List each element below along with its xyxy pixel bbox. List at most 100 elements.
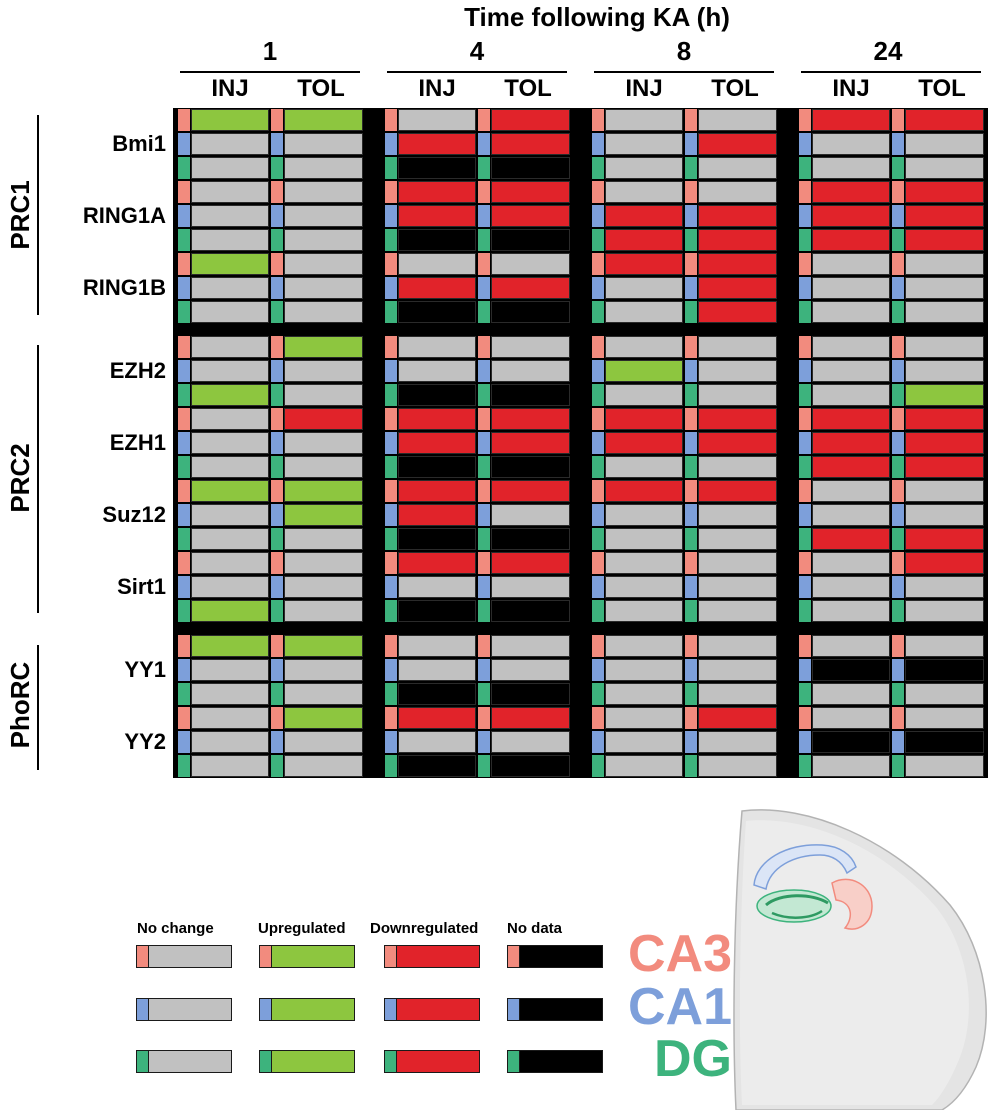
heatmap-cell-suz12-ca3-1h-inj (191, 480, 269, 502)
group-label-prc1: PRC1 (5, 180, 35, 250)
heatmap-cell-ring1a-dg-4h-inj (398, 229, 476, 251)
region-marker-ca3 (685, 408, 697, 430)
heatmap-cell-ring1b-ca1-24h-inj (812, 277, 890, 299)
heatmap-cell-ring1b-ca3-4h-inj (398, 253, 476, 275)
heatmap-cell-bmi1-dg-4h-inj (398, 157, 476, 179)
time-point-label: 4 (469, 36, 485, 66)
region-marker-ca1 (178, 659, 190, 681)
heatmap-cell-ring1a-ca3-24h-tol (905, 181, 984, 203)
region-marker-ca3 (385, 109, 397, 131)
region-marker-ca3 (799, 336, 811, 358)
heatmap-cell-bmi1-ca1-4h-inj (398, 133, 476, 155)
region-marker-dg (892, 456, 904, 478)
heatmap-cell-ezh2-ca3-1h-tol (284, 336, 363, 358)
condition-label-tol: TOL (918, 75, 966, 102)
region-marker-dg (385, 528, 397, 550)
heatmap-cell-ring1a-dg-1h-inj (191, 229, 269, 251)
region-marker-dg (685, 600, 697, 622)
heatmap-cell-bmi1-ca3-24h-inj (812, 109, 890, 131)
region-marker-ca3 (478, 635, 490, 657)
region-marker-ca1 (685, 432, 697, 454)
condition-label-inj: INJ (211, 75, 249, 102)
region-marker-ca3 (892, 253, 904, 275)
heatmap-cell-ezh2-ca1-24h-tol (905, 360, 984, 382)
region-marker-ca3 (799, 253, 811, 275)
heatmap-cell-yy1-dg-1h-tol (284, 683, 363, 705)
region-marker-ca1 (799, 576, 811, 598)
heatmap-cell-yy2-ca3-8h-inj (605, 707, 683, 729)
region-marker-ca3 (892, 181, 904, 203)
heatmap-cell-ezh2-ca1-1h-tol (284, 360, 363, 382)
heatmap-cell-ezh2-ca1-24h-inj (812, 360, 890, 382)
condition-label-tol: TOL (711, 75, 759, 102)
legend-region-label-ca3: CA3 (627, 925, 732, 983)
heatmap-cell-ezh2-dg-24h-inj (812, 384, 890, 406)
heatmap-cell-yy1-dg-8h-inj (605, 683, 683, 705)
heatmap-cell-sirt1-ca1-24h-inj (812, 576, 890, 598)
region-marker-dg (385, 384, 397, 406)
region-marker-ca1 (592, 205, 604, 227)
heatmap-cell-ring1b-dg-8h-inj (605, 301, 683, 323)
region-marker-dg (385, 301, 397, 323)
region-marker-ca1 (178, 277, 190, 299)
heatmap-cell-sirt1-dg-8h-inj (605, 600, 683, 622)
region-marker-ca1 (385, 576, 397, 598)
region-marker-dg (271, 528, 283, 550)
region-marker-dg (385, 600, 397, 622)
region-marker-ca1 (892, 576, 904, 598)
region-marker-ca1 (685, 576, 697, 598)
region-marker-ca3 (685, 336, 697, 358)
heatmap-cell-ring1a-dg-8h-inj (605, 229, 683, 251)
heatmap-cell-ring1b-ca3-24h-inj (812, 253, 890, 275)
region-marker-ca3 (271, 552, 283, 574)
region-marker-dg (385, 229, 397, 251)
region-marker-ca3 (178, 408, 190, 430)
region-marker-ca1 (271, 133, 283, 155)
legend-swatch-upregulated-dg (259, 1050, 355, 1073)
gene-label: YY2 (124, 729, 166, 754)
legend-swatch-no-change-dg (136, 1050, 232, 1073)
region-marker-ca3 (799, 552, 811, 574)
heatmap-cell-sirt1-ca1-4h-inj (398, 576, 476, 598)
heatmap-cell-bmi1-ca3-4h-inj (398, 109, 476, 131)
region-marker-ca1 (799, 504, 811, 526)
region-marker-ca3 (478, 109, 490, 131)
region-marker-ca1 (271, 576, 283, 598)
heatmap-cell-ring1b-dg-4h-tol (491, 301, 570, 323)
region-marker-ca1 (271, 205, 283, 227)
heatmap-cell-ezh2-ca1-4h-tol (491, 360, 570, 382)
region-marker-ca1 (478, 360, 490, 382)
region-marker-ca3 (271, 181, 283, 203)
region-marker-ca1 (271, 432, 283, 454)
region-marker-dg (478, 456, 490, 478)
heatmap-cell-suz12-ca1-1h-inj (191, 504, 269, 526)
heatmap-cell-yy1-ca3-8h-tol (698, 635, 777, 657)
heatmap-cell-ezh2-ca3-24h-tol (905, 336, 984, 358)
heatmap-cell-ezh1-ca1-4h-inj (398, 432, 476, 454)
region-marker-dg (799, 755, 811, 777)
heatmap-cell-ezh1-ca3-4h-tol (491, 408, 570, 430)
region-marker-ca1 (685, 659, 697, 681)
legend-swatch-fill (272, 999, 354, 1020)
heatmap-grid (173, 108, 988, 778)
region-marker-dg (271, 683, 283, 705)
region-marker-dg (178, 384, 190, 406)
condition-label-inj: INJ (418, 75, 456, 102)
region-marker-dg (271, 600, 283, 622)
region-marker-ca3 (178, 109, 190, 131)
group-bracket-line (37, 115, 39, 315)
region-marker-dg (178, 229, 190, 251)
heatmap-cell-yy1-ca3-4h-inj (398, 635, 476, 657)
region-marker-ca1 (799, 277, 811, 299)
region-marker-ca1 (385, 133, 397, 155)
heatmap-cell-suz12-ca3-24h-inj (812, 480, 890, 502)
legend-swatch-upregulated-ca1 (259, 998, 355, 1021)
heatmap-cell-yy2-ca1-8h-inj (605, 731, 683, 753)
heatmap-cell-bmi1-dg-8h-inj (605, 157, 683, 179)
region-marker-dg (799, 157, 811, 179)
dg-granule-layer (765, 894, 829, 907)
region-marker-ca3 (592, 480, 604, 502)
region-marker-dg (385, 1051, 396, 1072)
heatmap-cell-yy1-ca3-24h-inj (812, 635, 890, 657)
heatmap-cell-bmi1-ca3-1h-inj (191, 109, 269, 131)
